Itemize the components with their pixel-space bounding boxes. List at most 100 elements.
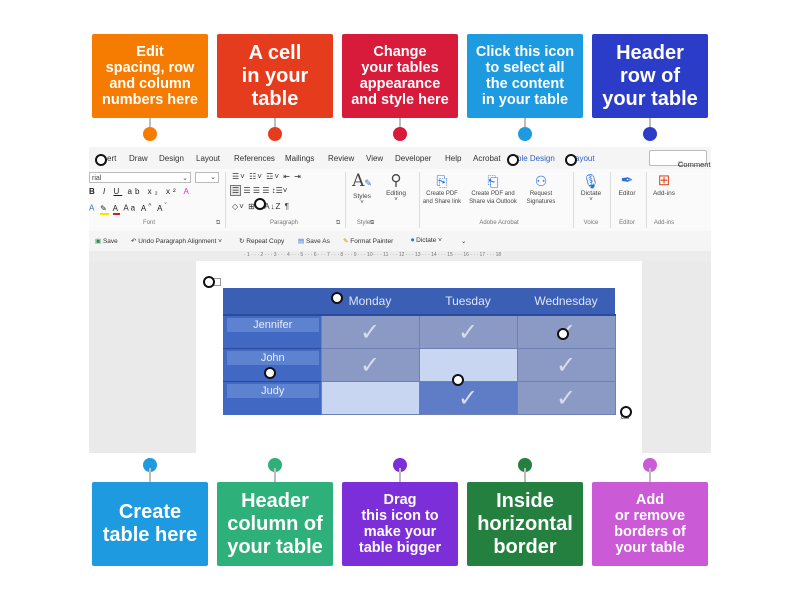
font-color-icon[interactable]: A	[112, 203, 120, 215]
menu-insert[interactable]: ert	[107, 154, 117, 163]
editor-icon: ✒	[620, 172, 634, 189]
signature-icon: ⚇	[534, 173, 548, 189]
dialog-launcher-icon[interactable]: ⧉	[216, 220, 221, 226]
numbering-icon[interactable]: ☷	[249, 172, 258, 181]
editing-button[interactable]: ⚲ Editing ˅	[379, 172, 413, 203]
table-cell[interactable]: ✓	[418, 314, 518, 349]
callout-resize: Drag this icon to make your table bigger	[342, 482, 458, 566]
customize-qat-icon[interactable]: ⌄	[461, 238, 467, 245]
menu-review[interactable]: Review	[328, 154, 355, 163]
voice-group-label: Voice	[583, 220, 599, 226]
font-name-value: rial	[92, 175, 102, 182]
font-format-row: B I U ab x₂ x² A	[89, 187, 192, 196]
align-center-icon[interactable]: ☰	[243, 186, 251, 195]
marker-inside-border	[452, 374, 464, 386]
styles-button[interactable]: A✎ Styles ˅	[347, 172, 377, 206]
editor-label: Editor	[618, 190, 636, 197]
table-cell[interactable]: ✓	[516, 381, 616, 415]
dialog-launcher-icon[interactable]: ⧉	[336, 220, 341, 226]
change-case-icon[interactable]: Aa	[123, 203, 138, 213]
table-cell[interactable]	[418, 348, 518, 382]
table-header-column-cell[interactable]: Jennifer	[223, 314, 321, 349]
font-size-dropdown[interactable]: ⌄	[195, 172, 219, 183]
table-header-cell[interactable]: Wednesday	[517, 288, 615, 316]
shading-icon[interactable]: ◇	[232, 202, 240, 211]
font-name-dropdown[interactable]: rial⌄	[89, 172, 191, 183]
table-cell[interactable]: ✓	[320, 314, 420, 349]
table-cell[interactable]: ✓	[516, 348, 616, 382]
dictate-qat-button[interactable]: ⏺ Dictate ˅	[411, 237, 442, 244]
checkmark-icon: ✓	[359, 350, 381, 379]
justify-icon[interactable]: ☰	[262, 186, 270, 195]
clear-format-icon[interactable]: A	[183, 187, 192, 196]
bullets-icon[interactable]: ☰	[232, 172, 241, 181]
save-button[interactable]: ▣ Save	[95, 238, 118, 245]
subscript-icon[interactable]: x₂	[147, 187, 161, 196]
line-spacing-icon[interactable]: ↕☰	[271, 186, 283, 195]
pin-dot	[393, 458, 407, 472]
comments-button[interactable]: □ Comments	[649, 150, 711, 169]
italic-icon[interactable]: I	[103, 187, 109, 196]
align-right-icon[interactable]: ☰	[252, 186, 260, 195]
menu-references[interactable]: References	[234, 154, 275, 163]
table-cell[interactable]: ✓	[418, 381, 518, 415]
addins-group-label: Add-ins	[653, 220, 675, 226]
multilevel-icon[interactable]: ☲	[266, 172, 275, 181]
undo-icon: ↶	[131, 238, 137, 245]
callout-style: Change your tables appearance and style …	[342, 34, 458, 118]
text-effects-icon[interactable]: A	[89, 203, 96, 213]
dictate-button[interactable]: 🎙︎ Dictate ˅	[575, 172, 607, 203]
underline-icon[interactable]: U	[113, 187, 123, 196]
strikethrough-icon[interactable]: ab	[127, 187, 143, 196]
menu-developer[interactable]: Developer	[395, 154, 432, 163]
undo-button[interactable]: ↶ Undo Paragraph Alignment ˅	[131, 238, 222, 245]
microphone-icon: ⏺	[411, 237, 415, 244]
format-painter-button[interactable]: ✎ Format Painter	[343, 238, 394, 245]
menu-acrobat[interactable]: Acrobat	[473, 154, 501, 163]
highlight-icon[interactable]: ✎	[100, 203, 109, 215]
repeat-button[interactable]: ↻ Repeat Copy	[239, 238, 285, 245]
editor-button[interactable]: ✒ Editor	[611, 172, 643, 197]
paragraph-group-label: Paragraph	[269, 220, 299, 226]
checkmark-icon: ✓	[359, 317, 381, 346]
align-left-icon[interactable]: ☰	[230, 185, 242, 196]
menu-help[interactable]: Help	[445, 154, 462, 163]
create-pdf-share-button[interactable]: ⎘ Create PDF and Share link	[419, 172, 465, 206]
borders-icon[interactable]: ⊞	[248, 202, 256, 211]
table-header-column-cell[interactable]: Judy	[223, 381, 321, 415]
table-cell[interactable]	[320, 381, 420, 415]
dialog-launcher-icon[interactable]: ⧉	[370, 220, 375, 226]
shrink-font-icon[interactable]: Aˇ	[157, 202, 169, 213]
menu-view[interactable]: View	[366, 154, 384, 163]
create-pdf-share-label: Create PDF and Share link	[422, 191, 462, 205]
menu-layout[interactable]: Layout	[196, 154, 221, 163]
menu-draw[interactable]: Draw	[129, 154, 148, 163]
pin-dot	[393, 127, 407, 141]
font-color-row: A ✎ A Aa A^ Aˇ	[89, 202, 169, 215]
addins-button[interactable]: ⊞ Add-ins	[647, 172, 681, 197]
checkmark-icon: ✓	[457, 317, 479, 346]
bold-icon[interactable]: B	[89, 187, 98, 196]
request-signatures-button[interactable]: ⚇ Request Signatures	[521, 172, 561, 206]
editor-group-label: Editor	[619, 220, 635, 226]
save-as-button[interactable]: ▤ Save As	[298, 238, 330, 245]
create-pdf-outlook-button[interactable]: ⎗ Create PDF and Share via Outlook	[467, 172, 519, 206]
checkmark-icon: ✓	[457, 383, 479, 412]
sort-icon[interactable]: A↓Z	[264, 202, 282, 211]
table-corner-cell[interactable]	[223, 288, 321, 316]
menu-table-design[interactable]: ble Design	[517, 154, 555, 163]
table-cell[interactable]: ✓	[320, 348, 420, 382]
menu-design[interactable]: Design	[159, 154, 184, 163]
marker-resize-handle	[620, 406, 632, 418]
grow-font-icon[interactable]: A^	[140, 202, 154, 213]
table-header-cell[interactable]: Tuesday	[419, 288, 517, 316]
decrease-indent-icon[interactable]: ⇤	[283, 172, 291, 181]
menu-mailings[interactable]: Mailings	[285, 154, 315, 163]
pin-dot	[143, 127, 157, 141]
menu-table-layout[interactable]: ayout	[575, 154, 595, 163]
pilcrow-icon[interactable]: ¶	[284, 202, 290, 211]
superscript-icon[interactable]: x²	[165, 187, 179, 196]
marker-layout-tab	[565, 154, 577, 166]
increase-indent-icon[interactable]: ⇥	[294, 172, 302, 181]
